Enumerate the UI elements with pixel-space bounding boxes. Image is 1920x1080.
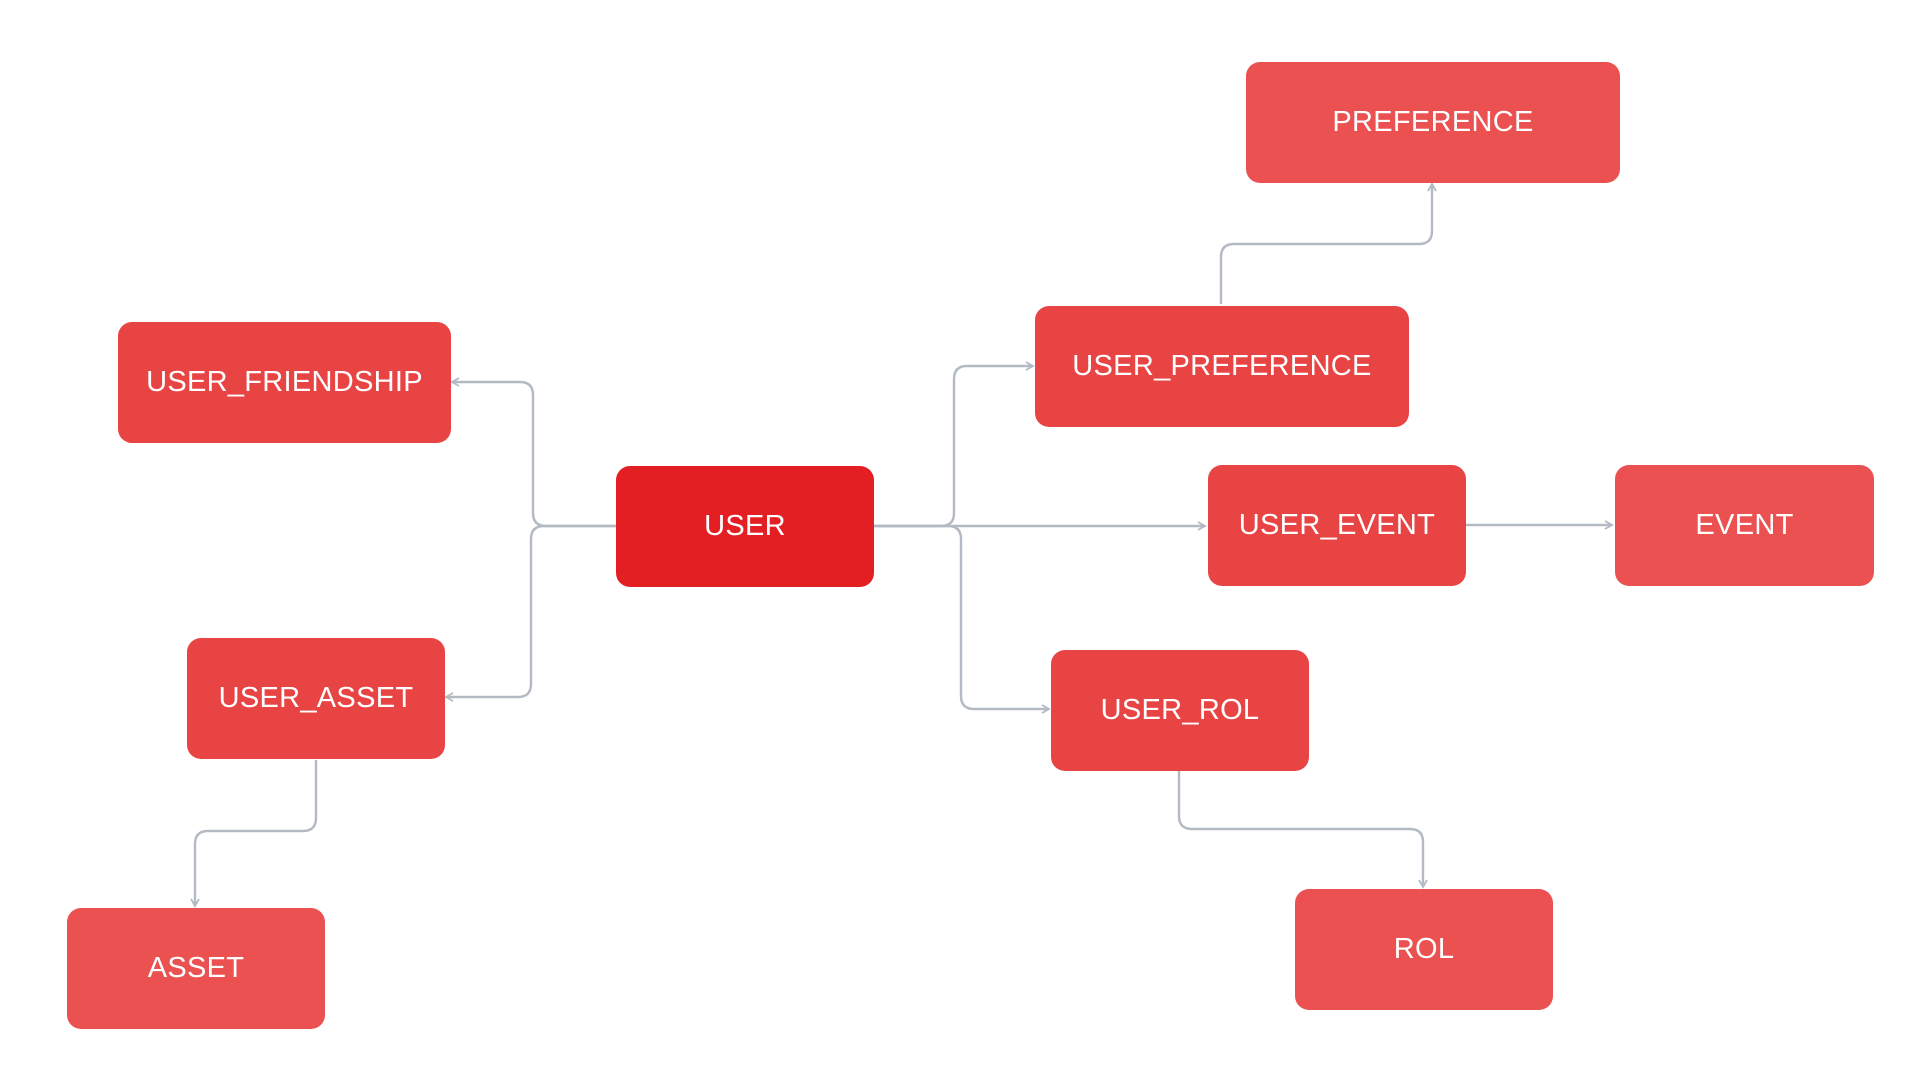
node-preference-label: PREFERENCE xyxy=(1332,106,1534,138)
edge-user-to-user-friendship xyxy=(450,377,616,528)
node-user-label: USER xyxy=(704,510,786,542)
node-user-event-label: USER_EVENT xyxy=(1238,509,1436,541)
node-event[interactable]: EVENT xyxy=(1615,465,1874,586)
node-user-friendship[interactable]: USER_FRIENDSHIP xyxy=(118,322,451,443)
node-user-event[interactable]: USER_EVENT xyxy=(1208,465,1466,586)
node-user-preference-label: USER_PREFERENCE xyxy=(1072,350,1372,382)
node-user-asset-label: USER_ASSET xyxy=(218,682,414,714)
edge-user-to-user-rol xyxy=(874,524,1051,714)
node-asset[interactable]: ASSET xyxy=(67,908,325,1029)
node-asset-label: ASSET xyxy=(147,952,245,984)
node-user[interactable]: USER xyxy=(616,466,874,587)
edge-user-rol-to-rol xyxy=(1177,771,1428,889)
node-rol[interactable]: ROL xyxy=(1295,889,1553,1010)
edge-user-preference-to-preference xyxy=(1219,182,1437,304)
node-user-rol-label: USER_ROL xyxy=(1100,694,1260,726)
edge-user-to-user-preference xyxy=(874,361,1035,528)
node-user-preference[interactable]: USER_PREFERENCE xyxy=(1035,306,1409,427)
node-user-friendship-label: USER_FRIENDSHIP xyxy=(146,366,423,398)
node-user-rol[interactable]: USER_ROL xyxy=(1051,650,1309,771)
edge-user-to-user-asset xyxy=(444,524,616,702)
node-event-label: EVENT xyxy=(1695,509,1794,541)
node-preference[interactable]: PREFERENCE xyxy=(1246,62,1620,183)
node-rol-label: ROL xyxy=(1393,933,1455,965)
node-user-asset[interactable]: USER_ASSET xyxy=(187,638,445,759)
edge-user-asset-to-asset xyxy=(190,760,318,908)
